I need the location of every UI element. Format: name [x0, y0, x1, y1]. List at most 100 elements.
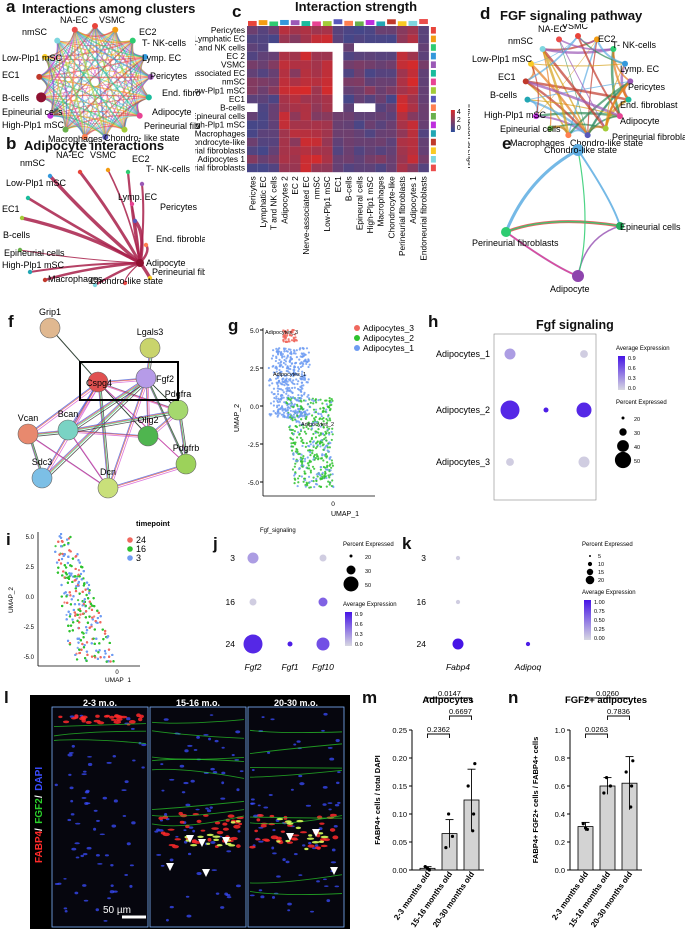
legend-tick: 0.0: [355, 642, 363, 648]
umap-point: [299, 385, 302, 388]
umap-point: [267, 366, 270, 370]
interaction-edge: [94, 25, 150, 98]
row-label: Low-Plp1 mSC: [195, 85, 245, 95]
heatmap-cell: [375, 146, 387, 155]
umap-point: [300, 453, 303, 456]
umap-point: [108, 641, 111, 645]
umap-point: [309, 471, 312, 474]
umap-point: [291, 419, 294, 422]
umap-point: [304, 472, 307, 475]
umap-point: [74, 589, 78, 593]
umap-point: [323, 474, 326, 478]
umap-point: [301, 370, 304, 373]
umap-point: [301, 444, 304, 448]
umap-point: [64, 591, 67, 594]
dapi-nucleus: [210, 841, 216, 844]
umap-point: [91, 616, 94, 619]
umap-point: [294, 362, 297, 365]
cluster-node: [27, 269, 33, 275]
fgf2-fibre: [151, 758, 245, 762]
umap-point: [283, 401, 286, 404]
umap-point: [88, 589, 91, 592]
umap-point: [65, 595, 68, 598]
string-edge: [68, 378, 147, 432]
heatmap-cell: [354, 34, 365, 44]
umap-point: [324, 410, 327, 413]
fgf-edge: [527, 99, 621, 117]
p-value: 0.2362: [427, 725, 450, 734]
cluster-node: [129, 201, 135, 207]
umap-point: [312, 479, 315, 483]
dapi-nucleus: [87, 755, 92, 758]
fgf2-fibre: [53, 739, 147, 744]
umap-point: [314, 436, 318, 439]
umap-point: [84, 604, 87, 607]
umap-point: [325, 455, 329, 458]
fabp4-signal: [316, 834, 321, 838]
legend-tick: 15: [598, 570, 604, 576]
fabp4-signal: [158, 816, 164, 820]
top-annotation-bar: [312, 21, 321, 27]
dapi-nucleus: [237, 829, 241, 833]
heatmap-cell: [418, 94, 429, 104]
panel-c-title: Interaction strength: [295, 0, 418, 14]
top-annotation-bar: [408, 20, 418, 26]
umap-point: [314, 482, 318, 486]
umap-point: [297, 477, 300, 480]
string-edge: [147, 379, 188, 466]
umap-point: [68, 591, 71, 594]
heatmap-cell: [386, 103, 397, 112]
interaction-edge: [56, 40, 68, 130]
umap-point: [272, 371, 275, 374]
umap-point: [93, 615, 96, 618]
heatmap-cell: [332, 146, 344, 155]
dapi-nucleus: [64, 909, 68, 913]
col-label: Adipoq: [514, 662, 542, 672]
fabp4-signal: [110, 718, 117, 721]
heatmap-cell: [279, 129, 290, 138]
col-label: Adipocytes 1: [408, 176, 418, 224]
umap-point: [305, 360, 308, 363]
legend-label: Adipocytes_1: [363, 343, 414, 353]
umap-point: [290, 442, 293, 445]
heatmap-cell: [268, 94, 280, 104]
string-edge: [43, 379, 148, 480]
heatmap-cell: [407, 69, 419, 78]
x-tick: 0: [115, 670, 119, 676]
umap-point: [105, 660, 108, 663]
umap-point: [294, 459, 298, 463]
heatmap-cell: [354, 146, 365, 155]
data-point: [581, 822, 585, 826]
dapi-nucleus: [107, 897, 111, 900]
umap-point: [319, 425, 322, 428]
node-label: Adipocyte: [620, 116, 660, 126]
umap-point: [56, 571, 60, 574]
interaction-edge: [74, 29, 141, 117]
data-point: [473, 762, 477, 766]
umap-point: [318, 418, 321, 421]
umap-point: [61, 552, 64, 556]
umap-point: [290, 339, 294, 342]
umap-point: [309, 454, 312, 457]
legend-tick: 0.75: [594, 609, 605, 615]
umap-point: [69, 603, 73, 606]
data-point: [471, 829, 475, 833]
heatmap-cell: [311, 146, 322, 155]
umap-point: [299, 436, 303, 440]
dapi-nucleus: [111, 824, 117, 828]
fgf2-fibre: [249, 743, 343, 755]
fgf-edge: [577, 149, 621, 227]
dapi-nucleus: [330, 861, 337, 864]
panel-e-letter: e: [502, 134, 512, 153]
cluster-node: [47, 112, 54, 119]
legend-tick: 0: [457, 125, 461, 132]
fgf2-fibre: [249, 729, 343, 734]
heatmap-cell: [364, 120, 376, 130]
row-label: Adipocytes 1: [197, 154, 245, 164]
legend-title: Percent Expressed: [343, 542, 394, 548]
heatmap-cell: [396, 60, 408, 69]
dapi-nucleus: [165, 918, 169, 922]
dapi-nucleus: [68, 773, 72, 776]
cluster-node: [602, 125, 609, 132]
umap-point: [71, 629, 74, 632]
